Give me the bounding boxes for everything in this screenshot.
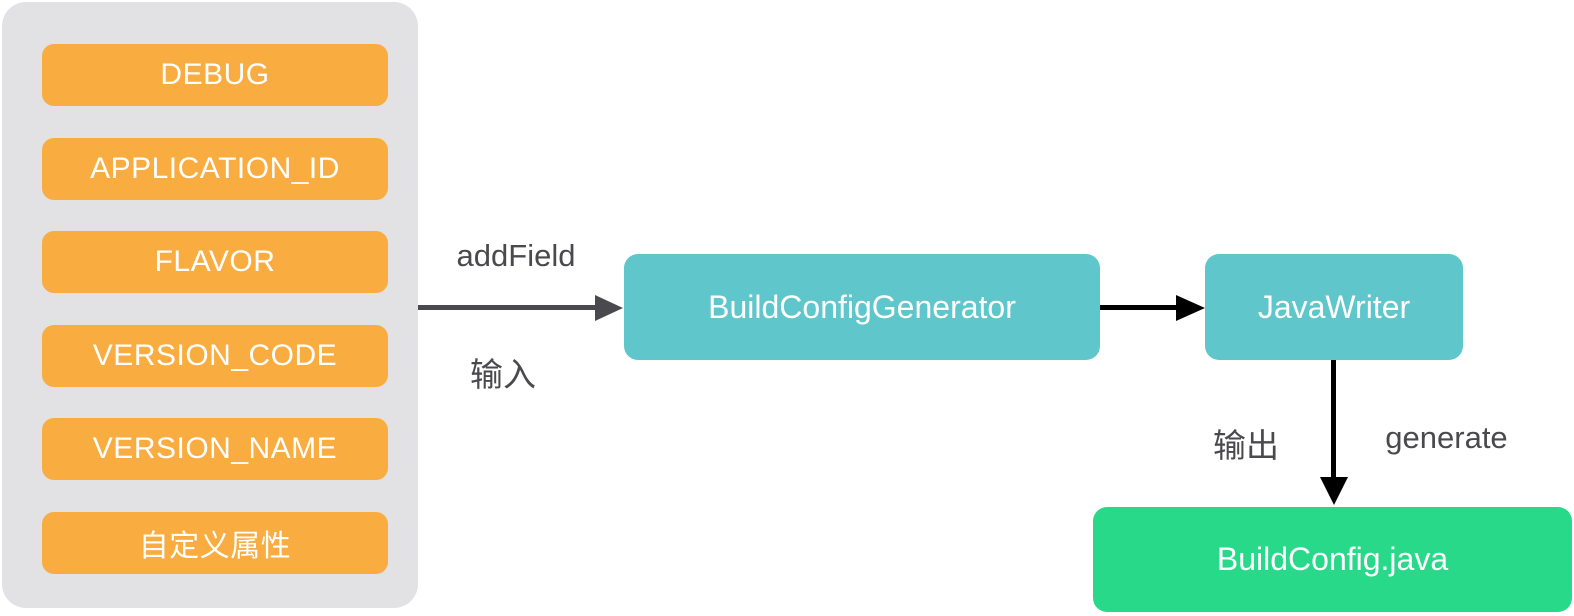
field-custom-property: 自定义属性 xyxy=(42,512,388,574)
field-version-name: VERSION_NAME xyxy=(42,418,388,480)
field-version-code: VERSION_CODE xyxy=(42,325,388,387)
output-arrow-head xyxy=(1319,477,1348,505)
edge-label-input: 输入 xyxy=(470,356,536,393)
input-arrow-head xyxy=(595,294,623,321)
node-build-config-generator: BuildConfigGenerator xyxy=(624,254,1100,360)
node-build-config-java: BuildConfig.java xyxy=(1093,507,1572,612)
output-arrow-line xyxy=(1331,360,1336,477)
generator-to-writer-arrow-line xyxy=(1100,305,1176,310)
generator-to-writer-arrow-head xyxy=(1176,294,1205,321)
input-arrow-line xyxy=(418,305,595,310)
node-java-writer: JavaWriter xyxy=(1205,254,1463,360)
edge-label-addfield: addField xyxy=(456,238,576,273)
edge-label-output: 输出 xyxy=(1213,427,1279,464)
field-debug: DEBUG xyxy=(42,44,388,106)
field-application-id: APPLICATION_ID xyxy=(42,138,388,200)
edge-label-generate: generate xyxy=(1385,420,1508,455)
field-flavor: FLAVOR xyxy=(42,231,388,293)
input-fields-panel: DEBUG APPLICATION_ID FLAVOR VERSION_CODE… xyxy=(2,2,418,608)
